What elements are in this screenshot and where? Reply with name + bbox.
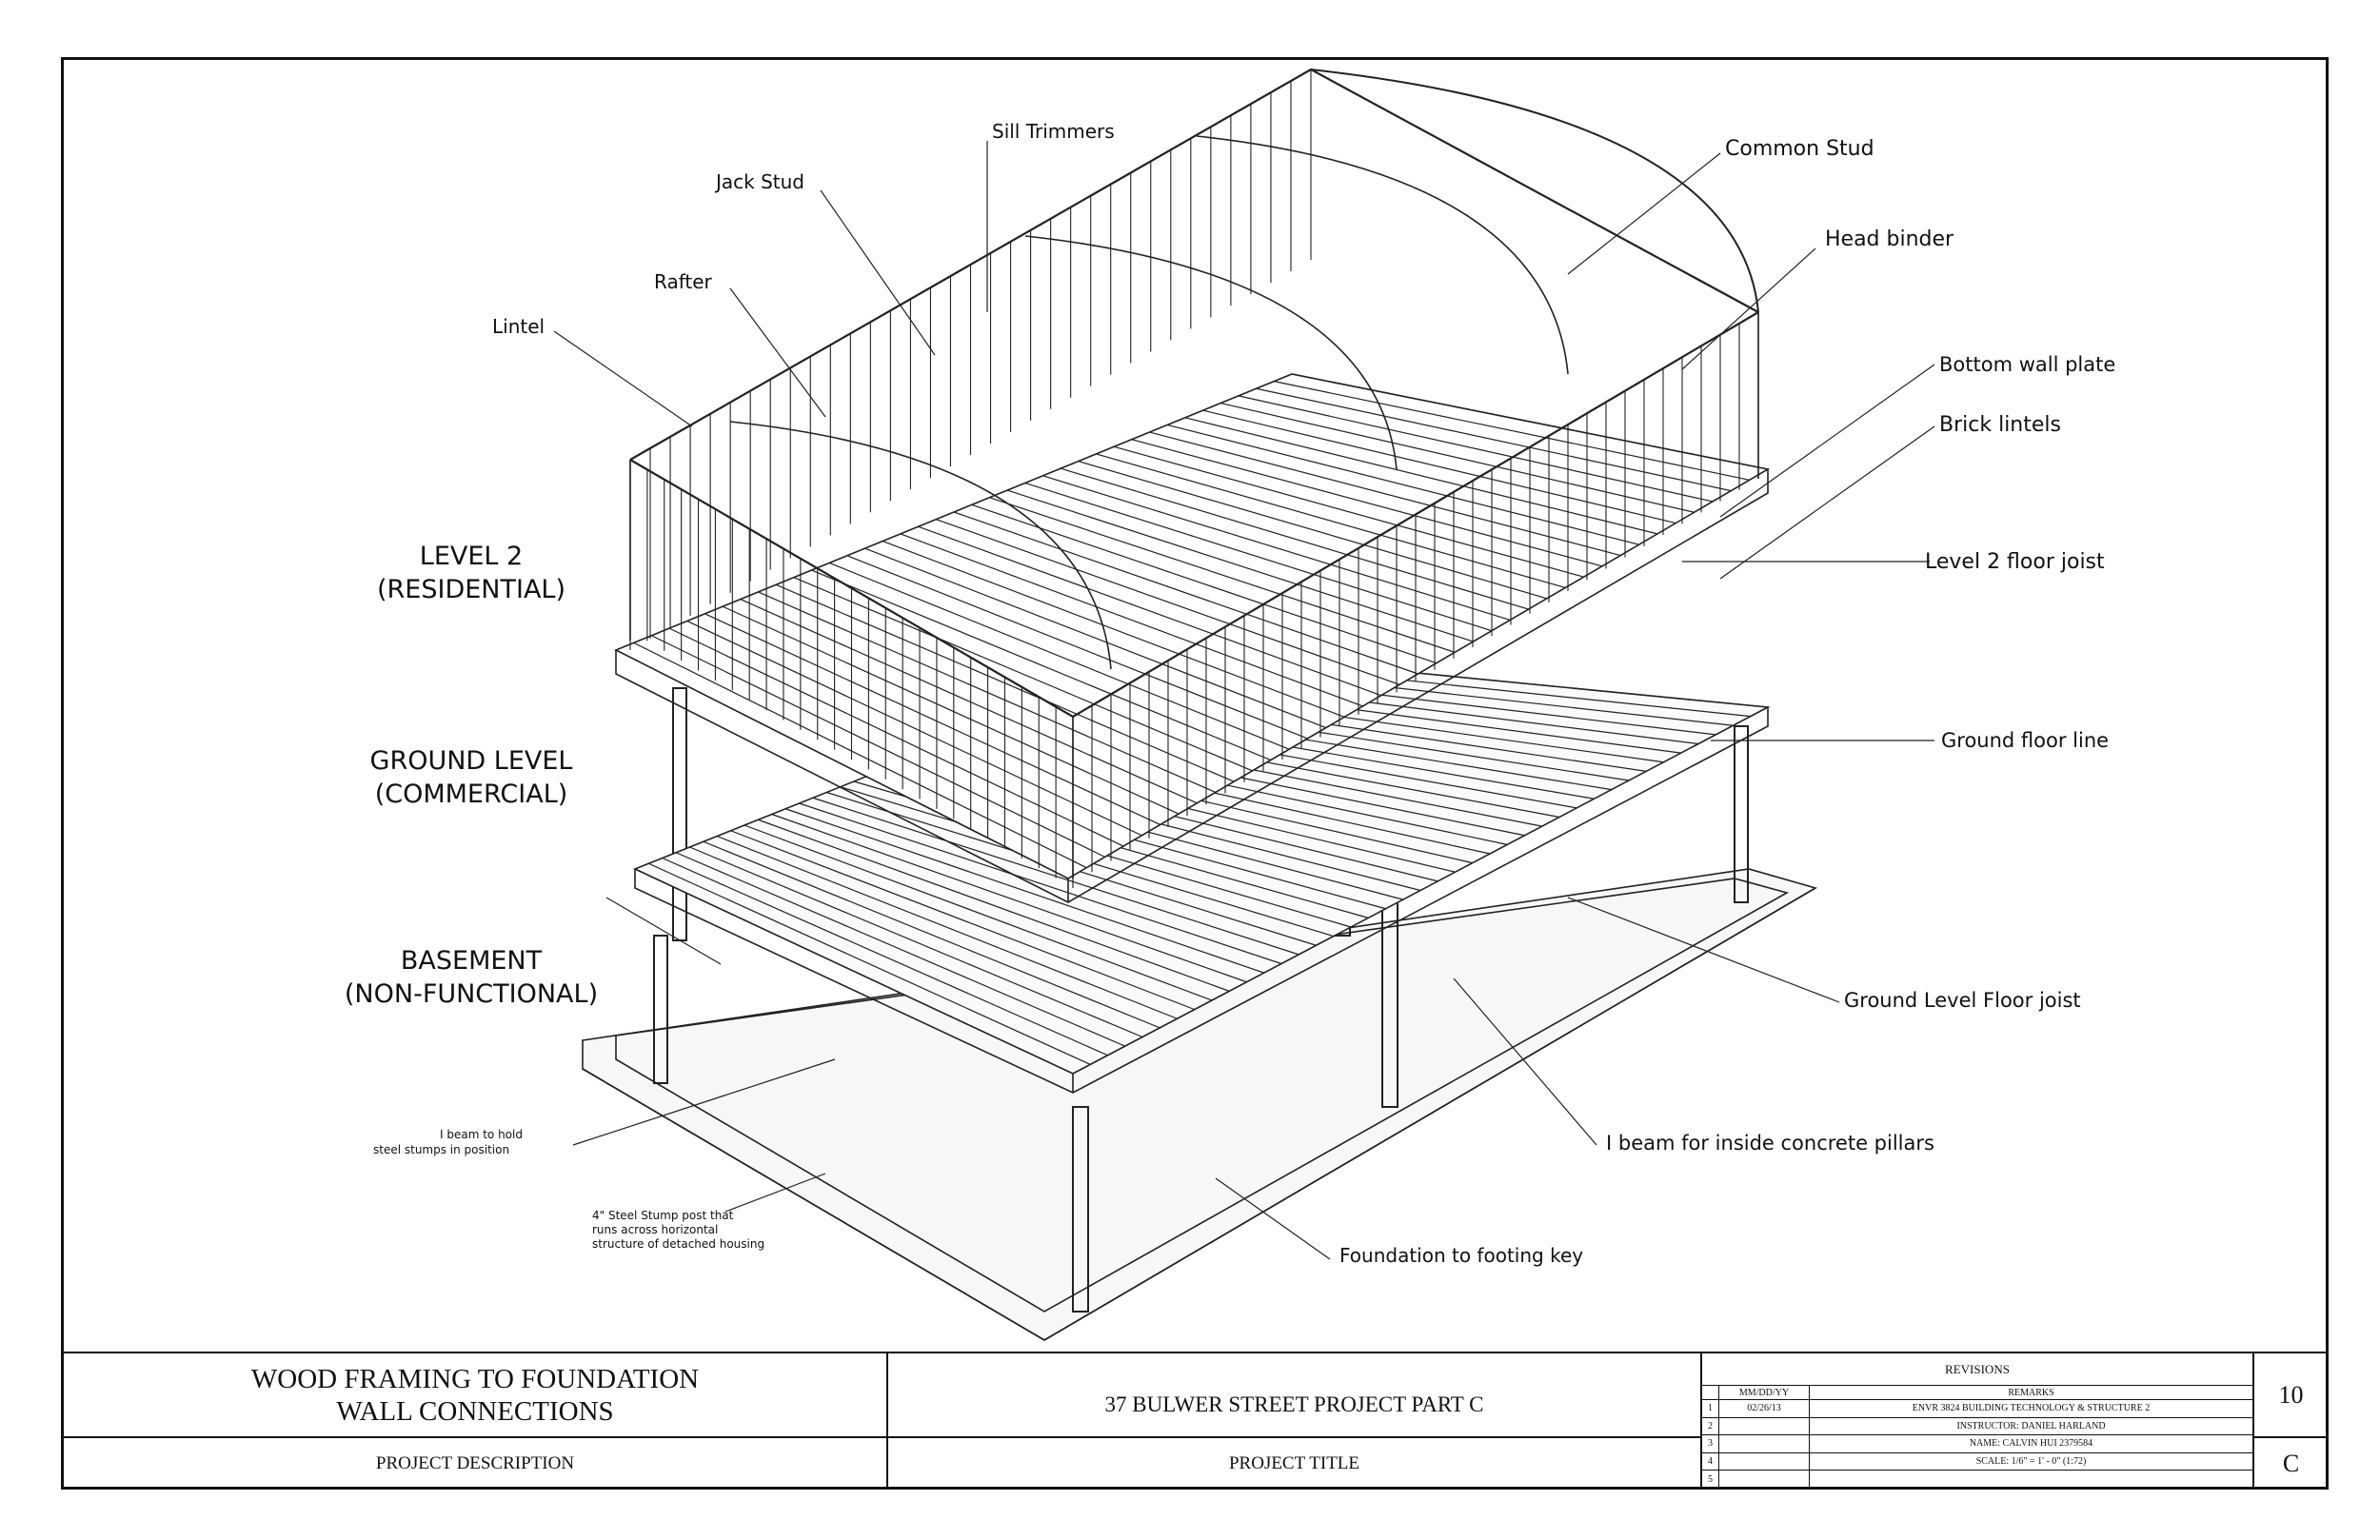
level2-title: LEVEL 2 xyxy=(420,542,523,571)
revision-row-date xyxy=(1719,1452,1810,1471)
project-description-line2: WALL CONNECTIONS xyxy=(336,1395,614,1427)
label-brick-lintels: Brick lintels xyxy=(1939,413,2061,437)
label-rafter: Rafter xyxy=(654,270,713,293)
label-head-binder: Head binder xyxy=(1825,227,1954,251)
date-header: MM/DD/YY xyxy=(1719,1386,1810,1400)
foundation-slab xyxy=(582,868,1818,1341)
title-block: WOOD FRAMING TO FOUNDATION WALL CONNECTI… xyxy=(64,1352,2328,1489)
leader-lines xyxy=(553,141,1935,1260)
project-description-line1: WOOD FRAMING TO FOUNDATION xyxy=(250,1363,700,1394)
revision-row-number: 5 xyxy=(1702,1471,1719,1489)
label-foundation-key: Foundation to footing key xyxy=(1339,1244,1583,1267)
basement-title: BASEMENT xyxy=(401,946,543,976)
revisions-heading: REVISIONS xyxy=(1702,1353,2252,1386)
revision-row-number: 3 xyxy=(1702,1435,1719,1453)
label-common-stud: Common Stud xyxy=(1725,137,1874,161)
revision-row-remark: NAME: CALVIN HUI 2379584 xyxy=(1810,1435,2252,1453)
level2-subtitle: (RESIDENTIAL) xyxy=(377,575,565,604)
revision-row-remark xyxy=(1810,1471,2252,1489)
label-ground-level-floor-joist: Ground Level Floor joist xyxy=(1844,989,2081,1012)
sheet-id: 10 C xyxy=(2252,1353,2328,1489)
revision-row-remark: SCALE: 1/6" = 1' - 0" (1:72) xyxy=(1810,1453,2252,1471)
revision-row-date: 02/26/13 xyxy=(1719,1400,1810,1418)
sheet-number: 10 xyxy=(2254,1353,2328,1438)
revision-row-number: 2 xyxy=(1702,1417,1719,1436)
label-ibeam-hold-line1: I beam to hold xyxy=(440,1128,523,1141)
ground-level-title: GROUND LEVEL xyxy=(370,746,573,776)
revision-row-remark: ENVR 3824 BUILDING TECHNOLOGY & STRUCTUR… xyxy=(1810,1400,2252,1418)
revision-row-number: 4 xyxy=(1702,1452,1719,1471)
ground-level-subtitle: (COMMERCIAL) xyxy=(375,780,568,809)
drawing-sheet: Sill Trimmers Jack Stud Rafter Lintel Co… xyxy=(61,57,2329,1490)
label-level2-floor-joist: Level 2 floor joist xyxy=(1925,550,2105,574)
label-stump-line1: 4" Steel Stump post that xyxy=(592,1209,734,1222)
framing-isometric-drawing: Sill Trimmers Jack Stud Rafter Lintel Co… xyxy=(345,68,2115,1341)
project-title-caption: PROJECT TITLE xyxy=(888,1438,1702,1489)
label-lintel: Lintel xyxy=(492,315,545,338)
project-title: 37 BULWER STREET PROJECT PART C xyxy=(888,1353,1702,1438)
label-stump-line3: structure of detached housing xyxy=(592,1237,764,1251)
row-number-header xyxy=(1702,1386,1719,1400)
revision-row-remark: INSTRUCTOR: DANIEL HARLAND xyxy=(1810,1418,2252,1436)
label-ibeam-hold-line2: steel stumps in position xyxy=(373,1143,509,1156)
remarks-header: REMARKS xyxy=(1810,1386,2252,1400)
label-ground-floor-line: Ground floor line xyxy=(1941,729,2109,752)
label-bottom-wall-plate: Bottom wall plate xyxy=(1939,353,2115,376)
project-description-cell: WOOD FRAMING TO FOUNDATION WALL CONNECTI… xyxy=(64,1353,888,1438)
revision-row-number: 1 xyxy=(1702,1400,1719,1418)
label-jack-stud: Jack Stud xyxy=(714,170,804,193)
revision-row-date xyxy=(1719,1417,1810,1436)
label-ibeam-inside-pillars: I beam for inside concrete pillars xyxy=(1606,1132,1934,1155)
wall-studs xyxy=(629,69,1759,888)
sheet-letter: C xyxy=(2282,1449,2300,1477)
project-description-caption: PROJECT DESCRIPTION xyxy=(64,1438,888,1489)
label-sill-trimmers: Sill Trimmers xyxy=(992,120,1115,143)
label-stump-line2: runs across horizontal xyxy=(592,1223,718,1236)
revision-row-date xyxy=(1719,1435,1810,1453)
revision-row-date xyxy=(1719,1471,1810,1489)
basement-subtitle: (NON-FUNCTIONAL) xyxy=(345,979,598,1009)
